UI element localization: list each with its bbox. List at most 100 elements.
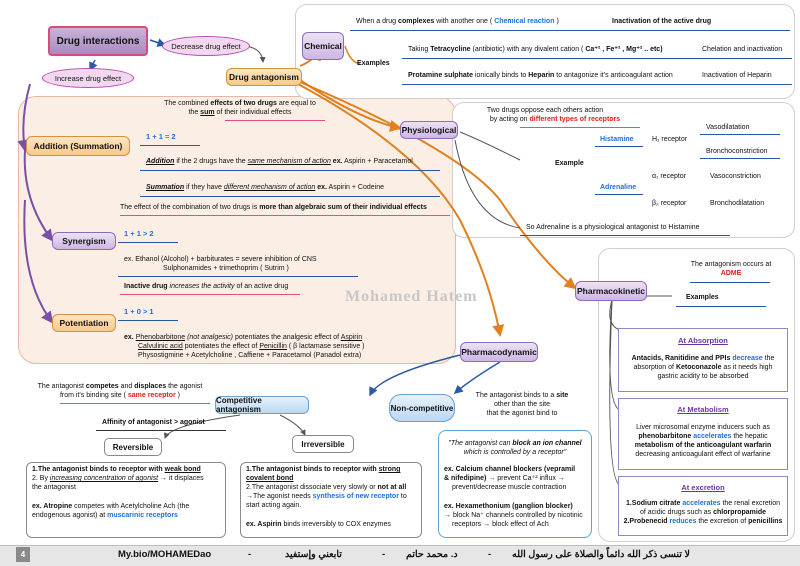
noncomp-def-l2: other than the site — [493, 401, 551, 408]
excretion-l3: 2.Probenecid reduces the excretion of pe… — [623, 518, 783, 525]
page-number: 4 — [20, 550, 26, 559]
page-number-box: 4 — [16, 547, 30, 562]
addition-diff: Summation if they have different mechani… — [146, 184, 384, 191]
irreversible-node: Irreversible — [292, 435, 354, 453]
antagonism-text: Drug antagonism — [229, 72, 299, 82]
decrease-text: Decrease drug effect — [171, 41, 241, 51]
synergism-label: Synergism — [62, 236, 106, 246]
pharmacodynamic-label: Pharmacodynamic — [461, 347, 537, 357]
metabolism-l2: phenobarbitone accelerates the hepatic — [638, 433, 768, 440]
title-text: Drug interactions — [56, 35, 140, 47]
pharmacodynamic-node: Pharmacodynamic — [460, 342, 538, 362]
synergism-ex-l1: ex. Ethanol (Alcohol) + barbiturates = s… — [124, 256, 317, 263]
reversible-l2: 2. By increasing concentration of agonis… — [32, 475, 204, 482]
metabolism-l3: metabolism of the anticoagulant warfarin — [634, 442, 772, 449]
footer-sep1: - — [248, 549, 252, 560]
antagonism-node: Drug antagonism — [226, 68, 302, 86]
synergism-formula: 1 + 1 > 2 — [124, 229, 154, 238]
physiological-panel — [452, 102, 795, 238]
competitive-node: Competitive antagonism — [215, 396, 309, 414]
chemical-ex1-result: Chelation and inactivation — [702, 46, 783, 53]
irreversible-l1: 1.The antagonist binds to receptor with … — [246, 466, 401, 473]
potentiation-ex-l3: Physostigmine + Acetylcholine , Caffiene… — [138, 352, 362, 359]
addition-formula: 1 + 1 = 2 — [146, 132, 176, 141]
noncomp-def-l1: The antagonist binds to a site — [475, 392, 569, 399]
competitive-label: Competitive antagonism — [216, 396, 262, 414]
absorption-l2: absorption of Ketoconazole as it needs h… — [633, 364, 773, 371]
bronchodilatation: Bronchodilatation — [710, 200, 765, 207]
addition-label: Addition (Summation) — [33, 141, 123, 151]
addition-def-line1: The combined effects of two drugs are eq… — [164, 100, 316, 107]
potentiation-ex-l2: Calvulinic acid potentiates the effect o… — [138, 343, 365, 350]
potentiation-formula: 1 + 0 > 1 — [124, 307, 154, 316]
noncomp-box — [438, 430, 592, 538]
absorption-title: At Absorption — [678, 336, 728, 345]
irreversible-box — [240, 462, 422, 538]
noncompetitive-label: Non-competitive — [390, 403, 454, 413]
noncomp-ex1-l2: & nifedipine) → prevent Ca⁺² influx → — [444, 475, 565, 482]
increase-node: Increase drug effect — [42, 68, 134, 88]
footer-sep2: - — [382, 549, 386, 560]
irreversible-label: Irreversible — [301, 439, 345, 449]
physiological-label: Physiological — [401, 125, 457, 135]
footer-sep3: - — [488, 549, 492, 560]
footer-arabic2: تابعني وإستفيد — [285, 549, 342, 560]
competitive-def-l2: from it's binding site ( same receptor ) — [59, 392, 181, 399]
footer-arabic1: د. محمد حاتم — [406, 549, 458, 560]
footer-link[interactable]: My.bio/MOHAMEDao — [118, 549, 212, 560]
noncomp-def-l3: that the agonist bind to — [486, 410, 558, 417]
metabolism-l4: decreasing anticoagulant effect of warfa… — [635, 451, 771, 458]
chemical-node: Chemical — [302, 32, 344, 60]
noncompetitive-node: Non-competitive — [389, 394, 455, 422]
addition-node: Addition (Summation) — [26, 136, 130, 156]
absorption-l3: gastric acidity to be absorbed — [657, 373, 749, 380]
increase-text: Increase drug effect — [54, 73, 122, 83]
affinity-text: Affinity of antagonist > agonist — [102, 419, 205, 426]
competitive-def-l1: The antagonist competes and displaces th… — [37, 383, 203, 390]
reversible-label: Reversible — [112, 442, 154, 452]
chemical-ex2: Protamine sulphate ionically binds to He… — [408, 72, 673, 79]
vasodilatation: Vasodilatation — [706, 124, 750, 131]
excretion-box — [618, 476, 788, 536]
irreversible-l4: →The agonist needs synthesis of new rece… — [246, 493, 407, 500]
h1-receptor: H₁ receptor — [652, 136, 688, 143]
physiological-example: Example — [555, 160, 584, 167]
irreversible-l2: covalent bond — [246, 475, 294, 482]
reversible-box — [26, 462, 226, 538]
absorption-l1: Antacids, Ranitidine and PPIs decrease t… — [631, 355, 775, 362]
b2-receptor: β₂ receptor — [652, 200, 687, 207]
irreversible-l3: 2.The antagonist dissociate very slowly … — [246, 484, 407, 491]
synergism-node: Synergism — [52, 232, 116, 250]
potentiation-def: Inactive drug increases the activity of … — [124, 283, 289, 290]
potentiation-label: Potentiation — [59, 318, 109, 328]
decrease-node: Decrease drug effect — [162, 36, 250, 56]
histamine-label: Histamine — [600, 136, 634, 143]
synergism-def: The effect of the combination of two dru… — [120, 204, 427, 211]
chemical-ex2-result: Inactivation of Heparin — [702, 72, 772, 79]
potentiation-ex-l1: ex. Phenobarbitone (not analgesic) poten… — [124, 334, 363, 341]
reversible-ex-l1: ex. Atropine competes with Acetylcholine… — [32, 503, 190, 510]
chemical-line1: When a drug complexes with another one (… — [356, 18, 559, 25]
metabolism-title: At Metabolism — [677, 405, 729, 414]
footer-arabic-right: لا تنسى ذكر الله دائماً والصلاة على رسول… — [512, 549, 690, 560]
chemical-examples: Examples — [357, 60, 390, 67]
pk-examples: Examples — [686, 294, 719, 301]
synergism-ex-l2: Sulphonamides + trimethoprim ( Sutrim ) — [163, 265, 289, 272]
title-box: Drug interactions — [48, 26, 148, 56]
physiological-conclusion: So Adrenaline is a physiological antagon… — [526, 224, 700, 231]
reversible-l1: 1.The antagonist binds to receptor with … — [32, 466, 201, 473]
noncomp-quote-l2: which is controlled by a receptor" — [463, 449, 567, 456]
excretion-title: At excretion — [681, 483, 725, 492]
footer-bar — [0, 545, 800, 566]
adrenaline-label: Adrenaline — [600, 184, 637, 191]
vasoconstriction: Vasoconstriction — [710, 173, 761, 180]
metabolism-box — [618, 398, 788, 470]
noncomp-ex1-l3: prevent/decrease muscle contraction — [452, 484, 567, 491]
pk-adme: ADME — [720, 270, 742, 277]
irreversible-ex: ex. Aspirin binds irreversibly to COX en… — [246, 521, 391, 528]
pk-occurs: The antagonism occurs at — [690, 261, 772, 268]
reversible-l3: the antagonist — [32, 484, 76, 491]
physiological-def-l2: by acting on different types of receptor… — [489, 116, 621, 123]
pharmacokinetic-label: Pharmacokinetic — [576, 286, 646, 296]
